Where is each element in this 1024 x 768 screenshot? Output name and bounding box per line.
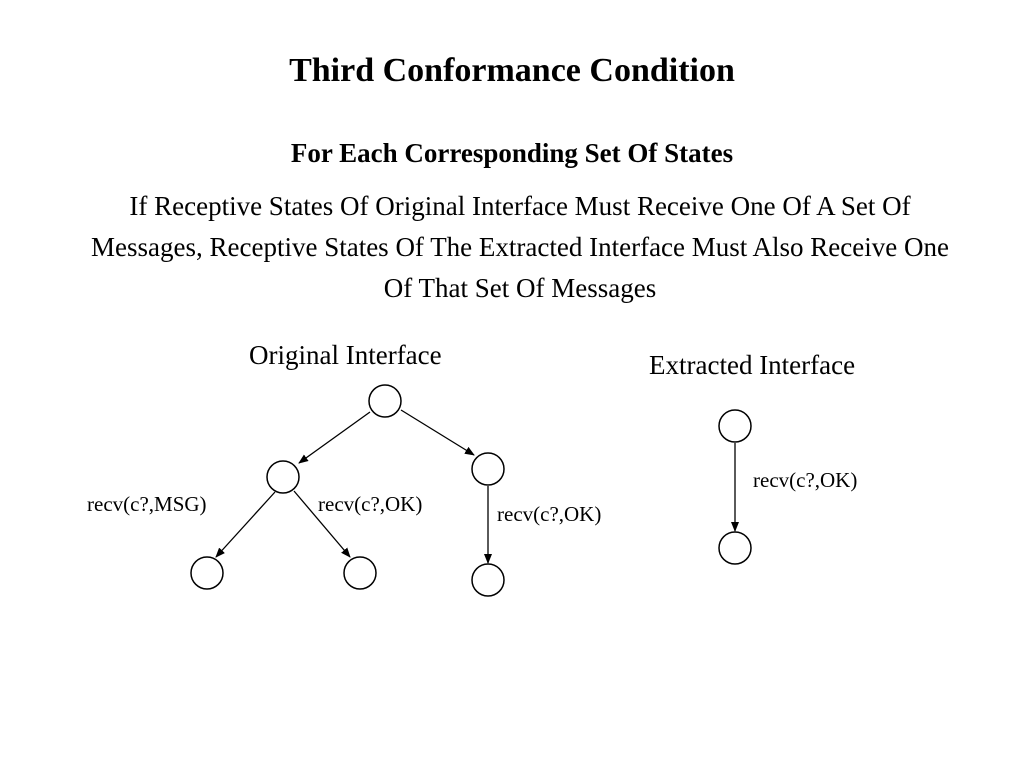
orig-state-left-right (343, 556, 377, 590)
orig-edge-root-right (400, 409, 475, 456)
orig-edge-left-right (293, 490, 351, 558)
orig-edge-label-ok-right: recv(c?,OK) (497, 502, 602, 526)
extr-state-top (718, 409, 752, 443)
slide-body-text: If Receptive States Of Original Interfac… (91, 191, 949, 303)
orig-edge-label-ok-left: recv(c?,OK) (318, 492, 423, 516)
orig-edge-label-msg: recv(c?,MSG) (87, 492, 207, 516)
orig-state-right (471, 452, 505, 486)
extr-state-bottom (718, 531, 752, 565)
orig-state-root (368, 384, 402, 418)
orig-edge-left-left (215, 491, 276, 558)
extr-edge-label-ok: recv(c?,OK) (753, 468, 858, 492)
slide-subtitle: For Each Corresponding Set Of States (290, 138, 734, 168)
orig-state-right-down (471, 563, 505, 597)
orig-edge-root-left (298, 411, 371, 464)
extracted-interface-title: Extracted Interface (649, 350, 856, 380)
orig-state-left (266, 460, 300, 494)
slide-title: Third Conformance Condition (289, 52, 735, 89)
original-interface-title: Original Interface (249, 340, 442, 370)
orig-state-left-left (190, 556, 224, 590)
